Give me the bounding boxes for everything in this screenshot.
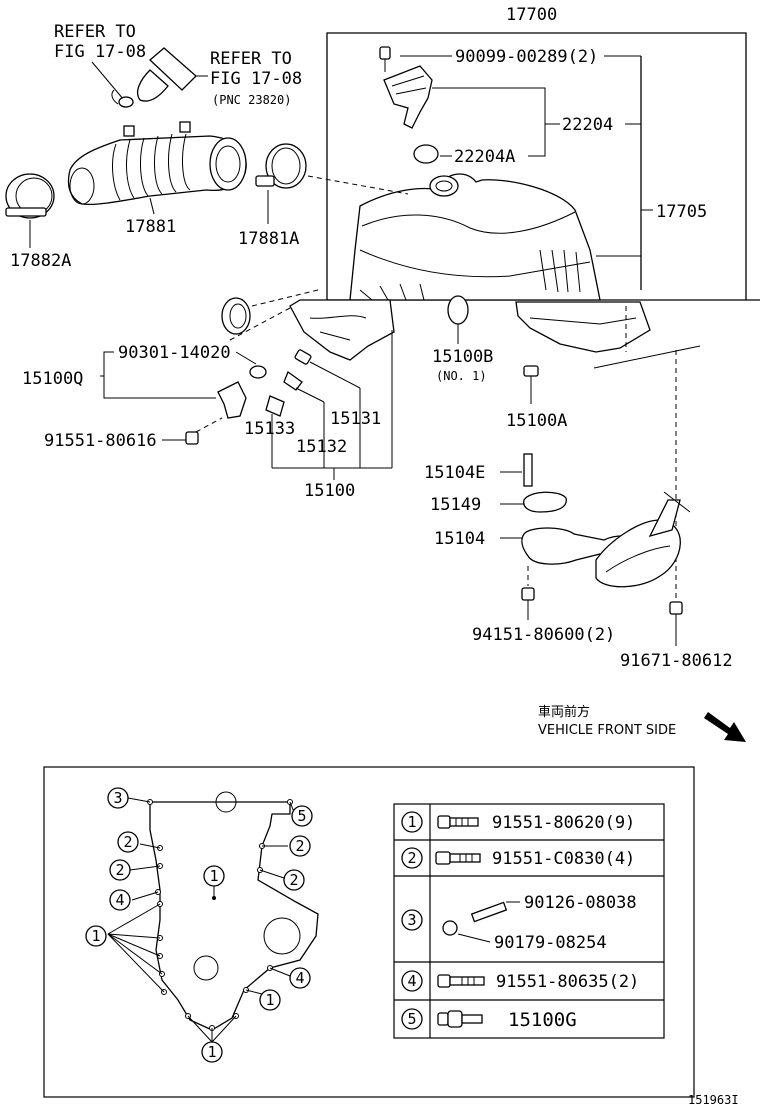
svg-text:2: 2 (289, 871, 298, 889)
direction-arrow-icon (704, 712, 746, 742)
refer2-line1: REFER TO (210, 49, 292, 69)
sensor-assembly: 90099-00289(2) 22204 22204A 17705 (379, 46, 707, 290)
callout-4-right: 4 (289, 967, 311, 989)
label-15100b-note: (NO. 1) (436, 369, 487, 383)
intake-hose: 17881 (67, 121, 247, 237)
direction-jp: 車両前方 (538, 704, 590, 720)
svg-text:2: 2 (407, 849, 416, 867)
label-90099: 90099-00289(2) (455, 47, 598, 67)
legend-part-3b: 90179-08254 (494, 933, 607, 953)
direction-en: VEHICLE FRONT SIDE (538, 723, 676, 738)
clamp-17881a: 17881A (238, 143, 409, 249)
label-15100b: 15100B (432, 347, 493, 367)
callout-1-center: 1 (203, 865, 225, 887)
svg-text:2: 2 (115, 861, 124, 879)
legend-part-5: 15100G (508, 1009, 577, 1031)
o-ring-and-pin: 15100B (NO. 1) 15100A (432, 324, 567, 431)
long-bolt-icon (437, 974, 485, 988)
label-17705: 17705 (656, 202, 707, 222)
label-91671: 91671-80612 (620, 651, 733, 671)
svg-text:2: 2 (123, 833, 132, 851)
small-hoses (111, 47, 197, 108)
refer1-line1: REFER TO (54, 22, 136, 42)
label-94151: 94151-80600(2) (472, 625, 615, 645)
diagram-id: 151963I (688, 1093, 739, 1107)
oil-strainer-group: 15104E 15149 15104 94151-80600(2) 91671-… (424, 453, 733, 671)
callout-1-right: 1 (259, 989, 281, 1011)
refer2-line2: FIG 17-08 (210, 69, 302, 89)
label-15133: 15133 (244, 419, 295, 439)
label-15149: 15149 (430, 495, 481, 515)
label-15100q: 15100Q (22, 369, 83, 389)
label-91551-80616: 91551-80616 (44, 431, 157, 451)
svg-text:2: 2 (295, 837, 304, 855)
callout-2-a: 2 (117, 831, 139, 853)
bolt-icon (437, 815, 479, 829)
svg-text:3: 3 (407, 911, 416, 929)
air-cleaner-cover (349, 173, 601, 301)
label-17700: 17700 (506, 5, 557, 25)
svg-text:1: 1 (265, 991, 274, 1009)
air-cleaner-case (289, 295, 701, 600)
svg-text:5: 5 (407, 1010, 416, 1028)
refer-notes: REFER TO FIG 17-08 REFER TO FIG 17-08 (P… (54, 22, 302, 107)
oil-pump-group: 15131 15133 15132 15100 (244, 330, 393, 501)
label-90301: 90301-14020 (118, 343, 231, 363)
svg-text:1: 1 (209, 867, 218, 885)
label-15100a: 15100A (506, 411, 567, 431)
label-15104: 15104 (434, 529, 485, 549)
stud-bolt-icon (442, 901, 508, 936)
flange-bolt-icon (435, 851, 481, 865)
callout-1-left: 1 (85, 925, 107, 947)
svg-text:4: 4 (295, 969, 304, 987)
label-17881: 17881 (125, 217, 176, 237)
callout-3-top: 3 (107, 787, 129, 809)
legend-row-3: 3 90126-08038 90179-08254 (401, 893, 637, 953)
pcv-parts: 90301-14020 15100Q 91551-80616 (22, 289, 319, 451)
legend-part-1: 91551-80620(9) (492, 813, 635, 833)
svg-text:4: 4 (115, 891, 124, 909)
callout-2-d: 2 (283, 869, 305, 891)
label-15100: 15100 (304, 481, 355, 501)
callout-2-c: 2 (289, 835, 311, 857)
label-17881a: 17881A (238, 229, 299, 249)
legend-row-5: 5 15100G (401, 1008, 577, 1031)
svg-text:1: 1 (91, 927, 100, 945)
legend-row-1: 1 91551-80620(9) (401, 811, 635, 833)
legend-row-2: 2 91551-C0830(4) (401, 847, 635, 869)
bolt-location-inset: 3 2 2 4 1 1 5 2 (43, 766, 695, 1098)
label-15104e: 15104E (424, 463, 485, 483)
callout-4-left: 4 (109, 889, 131, 911)
union-bolt-icon (437, 1010, 483, 1028)
svg-text:3: 3 (113, 789, 122, 807)
label-15131: 15131 (330, 409, 381, 429)
refer1-line2: FIG 17-08 (54, 42, 146, 62)
label-22204A: 22204A (454, 147, 515, 167)
callout-1-bottom: 1 (201, 1041, 223, 1063)
bolt-legend-table: 1 91551-80620(9) 2 91551-C0830(4) (393, 803, 665, 1039)
vehicle-front-direction: 車両前方 VEHICLE FRONT SIDE (538, 704, 746, 742)
legend-part-2: 91551-C0830(4) (492, 849, 635, 869)
callout-5-top: 5 (291, 805, 313, 827)
legend-row-4: 4 91551-80635(2) (401, 970, 639, 992)
callout-2-b: 2 (109, 859, 131, 881)
svg-text:5: 5 (297, 807, 306, 825)
clamp-17882a: 17882A (5, 173, 71, 271)
refer2-pnc: (PNC 23820) (212, 93, 291, 107)
label-15132: 15132 (296, 437, 347, 457)
legend-part-4: 91551-80635(2) (496, 972, 639, 992)
label-17882a: 17882A (10, 251, 71, 271)
svg-text:1: 1 (207, 1043, 216, 1061)
svg-text:4: 4 (407, 972, 416, 990)
svg-text:1: 1 (407, 813, 416, 831)
legend-part-3a: 90126-08038 (524, 893, 637, 913)
label-22204: 22204 (562, 115, 613, 135)
